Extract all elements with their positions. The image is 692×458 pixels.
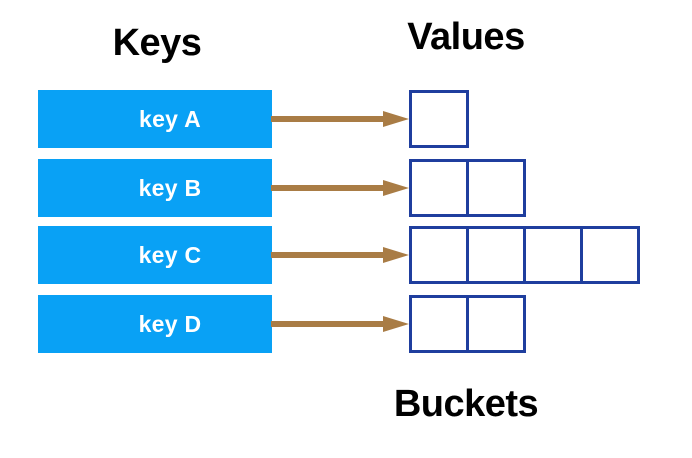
key-box-c: key C <box>38 226 272 284</box>
bucket-list-b <box>409 159 526 217</box>
bucket-list-d <box>409 295 526 353</box>
bucket-cell <box>466 295 526 353</box>
key-box-d: key D <box>38 295 272 353</box>
key-label-a: key A <box>138 105 202 132</box>
arrow-right-icon-a <box>271 111 409 127</box>
mapping-row-key-b: key B <box>0 159 692 217</box>
arrow-right-icon-b <box>271 180 409 196</box>
bucket-list-a <box>409 90 469 148</box>
key-label-b: key B <box>138 174 202 201</box>
key-box-a: key A <box>38 90 272 148</box>
key-label-c: key C <box>138 241 202 268</box>
arrow-right-icon-c <box>271 247 409 263</box>
arrow-right-icon-d <box>271 316 409 332</box>
mapping-row-key-c: key C <box>0 226 692 284</box>
bucket-cell <box>409 90 469 148</box>
bucket-cell <box>523 226 583 284</box>
keys-column-title: Keys <box>112 22 202 64</box>
values-column-title: Values <box>407 16 525 58</box>
mapping-row-key-a: key A <box>0 90 692 148</box>
mapping-row-key-d: key D <box>0 295 692 353</box>
key-label-d: key D <box>138 310 202 337</box>
bucket-cell <box>466 226 526 284</box>
buckets-caption: Buckets <box>393 383 539 425</box>
bucket-cell <box>580 226 640 284</box>
bucket-cell <box>409 159 469 217</box>
bucket-cell <box>466 159 526 217</box>
bucket-cell <box>409 226 469 284</box>
key-box-b: key B <box>38 159 272 217</box>
bucket-cell <box>409 295 469 353</box>
bucket-list-c <box>409 226 640 284</box>
